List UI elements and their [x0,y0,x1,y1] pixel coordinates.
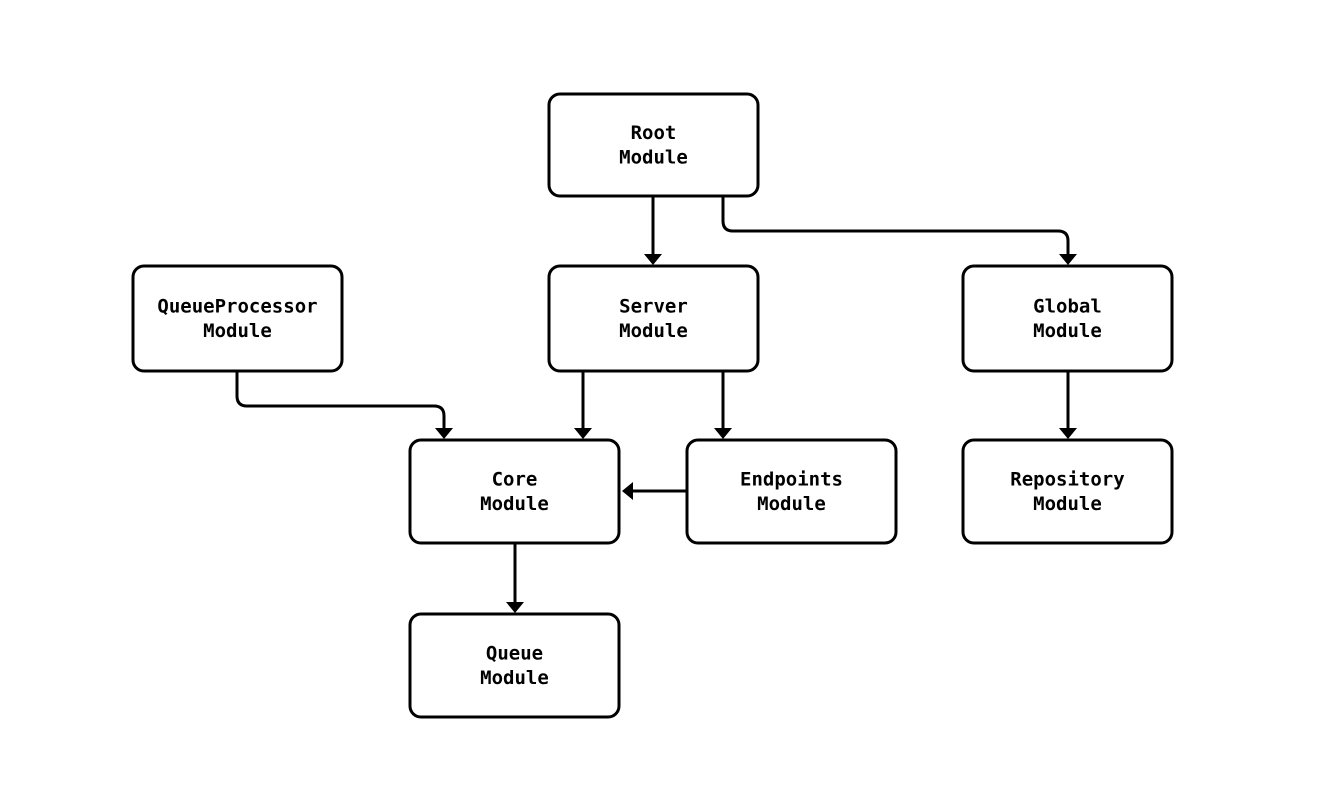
node-label-line2: Module [757,493,826,515]
node-label-line2: Module [619,146,688,168]
node-label-line1: Repository [1010,468,1124,490]
node-box[interactable] [961,264,1174,373]
edge-root-to-server [644,196,662,265]
node-label-line1: Endpoints [740,468,843,490]
node-label-line2: Module [619,320,688,342]
edge-arrowhead [644,254,662,265]
edge-arrowhead [714,428,732,439]
node-label-line1: QueueProcessor [157,295,317,317]
node-label-line1: Global [1033,295,1102,317]
edges-layer [235,196,1077,613]
node-box[interactable] [961,438,1174,545]
edge-queueprocessor-to-core [235,371,453,439]
edge-arrowhead [506,602,524,613]
node-label-line1: Core [492,468,538,490]
edge-arrowhead [1059,428,1077,439]
edge-global-to-repository [1059,371,1077,439]
edge-server-to-core [574,371,592,439]
node-label-line2: Module [203,320,272,342]
edge-arrowhead [435,428,453,439]
node-label-line1: Server [619,295,688,317]
node-box[interactable] [685,438,898,545]
edge-server-to-endpoints [714,371,732,439]
node-label-line2: Module [1033,320,1102,342]
node-box[interactable] [408,438,621,545]
node-box[interactable] [131,264,344,373]
edge-arrowhead [1059,254,1077,265]
edge-endpoints-to-core [622,482,687,500]
node-label-line2: Module [480,493,549,515]
edge-arrowhead [622,482,633,500]
edge-root-to-global [721,196,1077,265]
edge-line [235,371,446,430]
node-box[interactable] [408,612,621,719]
node-label-line2: Module [1033,493,1102,515]
edge-line [721,196,1070,256]
edge-arrowhead [574,428,592,439]
node-label-line2: Module [480,667,549,689]
node-box[interactable] [547,92,760,198]
node-label-line1: Queue [486,642,543,664]
edge-core-to-queue [506,543,524,613]
node-label-line1: Root [631,122,677,144]
node-box[interactable] [547,264,760,373]
